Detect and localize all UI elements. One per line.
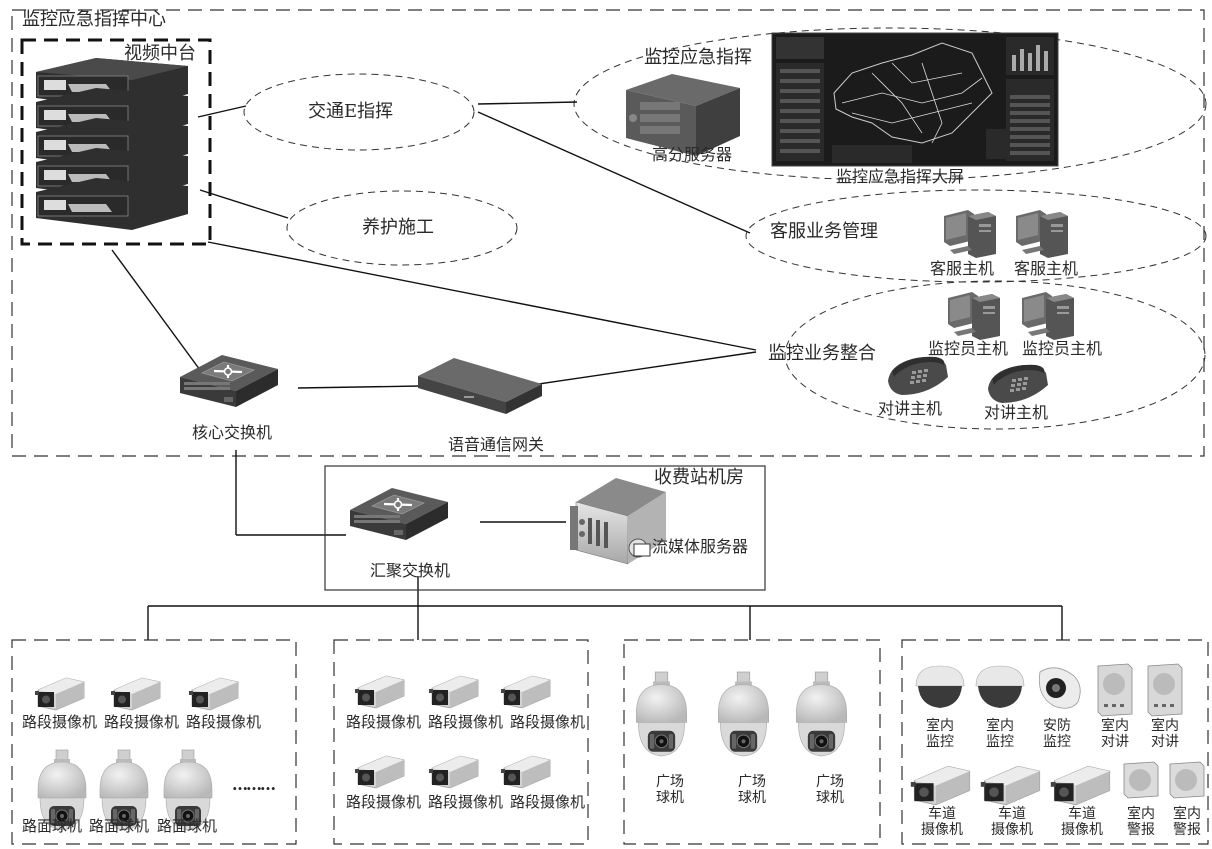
road-camera-icon	[110, 677, 161, 711]
customer-service-ellipse	[745, 189, 1207, 283]
lane-camera-icon	[1050, 765, 1111, 806]
road-camera-label: 路段摄像机	[510, 713, 586, 731]
core-switch-label: 核心交换机	[192, 423, 273, 442]
road-camera-label: 路段摄像机	[346, 713, 422, 731]
aggregation-switch-icon	[348, 486, 450, 542]
maintenance-label: 养护施工	[362, 217, 434, 238]
road-camera-icon	[428, 755, 479, 789]
big-screen-label: 监控应急指挥大屏	[836, 167, 965, 186]
customer-service-host-icon	[944, 210, 996, 258]
road-camera-label: 路段摄像机	[510, 793, 586, 811]
command-big-screen-icon	[771, 32, 1059, 167]
plaza-ptz-camera-icon	[795, 671, 848, 757]
field-group-2-boundary	[333, 639, 589, 845]
indoor-intercom-icon	[1147, 663, 1183, 717]
hd-server-icon	[626, 74, 740, 156]
road-camera-icon	[500, 675, 551, 709]
command-center-boundary	[11, 9, 1205, 457]
plaza-ptz-camera-icon	[635, 671, 688, 757]
field-group-3-boundary	[623, 639, 881, 845]
plaza-ptz-camera-label: 广场球机	[738, 774, 766, 807]
emergency-command-ellipse	[573, 27, 1207, 181]
indoor-alarm-label: 室内警报	[1173, 806, 1201, 839]
monitor-operator-host-icon	[948, 292, 1000, 340]
lane-camera-label: 车道摄像机	[991, 806, 1033, 839]
intercom-host-label: 对讲主机	[984, 403, 1049, 422]
aggregation-switch-label: 汇聚交换机	[370, 561, 451, 580]
intercom-host-icon	[988, 364, 1048, 403]
field-group-4-boundary	[901, 639, 1209, 845]
customer-service-host-label: 客服主机	[1014, 259, 1079, 278]
intercom-host-label: 对讲主机	[878, 399, 943, 418]
road-camera-label: 路段摄像机	[104, 713, 180, 731]
indoor-alarm-label: 室内警报	[1127, 806, 1155, 839]
indoor-alarm-icon	[1169, 761, 1205, 799]
lane-camera-label: 车道摄像机	[921, 806, 963, 839]
lane-camera-icon	[980, 765, 1041, 806]
indoor-intercom-label: 室内对讲	[1101, 718, 1129, 751]
road-camera-label: 路段摄像机	[22, 713, 98, 731]
plaza-ptz-camera-icon	[717, 671, 770, 757]
indoor-dome-camera-icon	[915, 665, 965, 708]
lane-camera-label: 车道摄像机	[1061, 806, 1103, 839]
road-camera-label: 路段摄像机	[428, 713, 504, 731]
indoor-intercom-icon	[1097, 663, 1133, 717]
traffic-command-label: 交通E指挥	[308, 101, 394, 122]
video-center-boundary	[20, 38, 212, 246]
road-camera-icon	[500, 755, 551, 789]
toll-station-boundary	[324, 465, 766, 591]
voice-gateway-icon	[418, 358, 542, 414]
monitor-operator-host-label: 监控员主机	[928, 339, 1009, 358]
connection-lines	[111, 101, 1063, 640]
intercom-host-icon	[888, 356, 948, 395]
monitoring-integration-ellipse	[784, 280, 1206, 430]
more-devices-ellipsis: ………	[232, 775, 276, 794]
voice-gateway-label: 语音通信网关	[448, 435, 545, 454]
security-camera-icon	[1038, 667, 1081, 709]
hd-server-label: 高分服务器	[652, 145, 733, 164]
road-camera-icon	[354, 675, 405, 709]
video-center-server-rack-icon	[36, 58, 188, 230]
security-monitor-label: 安防监控	[1043, 718, 1071, 751]
indoor-monitor-label: 室内监控	[986, 718, 1014, 751]
maintenance-ellipse	[286, 190, 518, 266]
road-camera-label: 路段摄像机	[186, 713, 262, 731]
command-center-title: 监控应急指挥中心	[22, 9, 166, 30]
streaming-media-server-label: 流媒体服务器	[652, 537, 749, 556]
road-camera-icon	[34, 677, 85, 711]
customer-service-host-label: 客服主机	[930, 259, 995, 278]
road-camera-icon	[428, 675, 479, 709]
toll-station-title: 收费站机房	[654, 467, 744, 488]
indoor-monitor-label: 室内监控	[926, 718, 954, 751]
monitoring-integration-label: 监控业务整合	[768, 343, 876, 364]
road-camera-label: 路段摄像机	[346, 793, 422, 811]
road-camera-icon	[354, 755, 405, 789]
road-camera-icon	[188, 677, 239, 711]
video-center-label: 视频中台	[124, 43, 196, 64]
monitor-operator-host-icon	[1022, 292, 1074, 340]
indoor-dome-camera-icon	[975, 665, 1025, 708]
indoor-alarm-icon	[1123, 761, 1159, 799]
field-group-1-boundary	[11, 639, 297, 845]
lane-camera-icon	[910, 765, 971, 806]
road-ptz-camera-label: 路面球机	[22, 817, 83, 835]
traffic-command-ellipse	[243, 73, 475, 151]
road-camera-label: 路段摄像机	[428, 793, 504, 811]
road-ptz-camera-label: 路面球机	[89, 817, 150, 835]
plaza-ptz-camera-label: 广场球机	[656, 774, 684, 807]
customer-service-label: 客服业务管理	[770, 221, 878, 242]
emergency-command-label: 监控应急指挥	[644, 47, 752, 68]
road-ptz-camera-label: 路面球机	[157, 817, 218, 835]
streaming-media-server-icon	[570, 478, 666, 565]
monitor-operator-host-label: 监控员主机	[1022, 339, 1103, 358]
indoor-intercom-label: 室内对讲	[1151, 718, 1179, 751]
plaza-ptz-camera-label: 广场球机	[816, 774, 844, 807]
customer-service-host-icon	[1016, 210, 1068, 258]
